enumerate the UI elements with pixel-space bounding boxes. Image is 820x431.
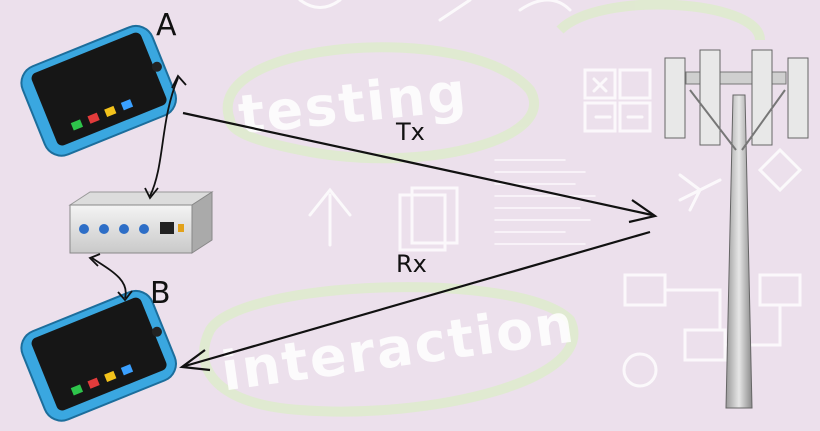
green-loop-bottom [199, 282, 579, 417]
test-control-box [68, 191, 214, 254]
green-loop-top [222, 42, 540, 164]
cell-tower [664, 49, 809, 409]
tx-label: Tx [396, 118, 425, 146]
tx-arrow [182, 111, 658, 224]
rx-label: Rx [396, 250, 427, 278]
phone-a-label: A [156, 8, 177, 43]
phone-a [20, 24, 177, 157]
phone-b-label: B [150, 276, 171, 311]
document-doodle [398, 193, 447, 252]
link-a-to-box [144, 74, 187, 200]
rx-arrow [179, 230, 651, 372]
text-scribbles [494, 159, 596, 245]
phone-b [20, 289, 177, 422]
link-box-to-b [88, 253, 133, 302]
up-arrow-doodle [308, 187, 352, 247]
green-loop-corner [556, 0, 765, 42]
